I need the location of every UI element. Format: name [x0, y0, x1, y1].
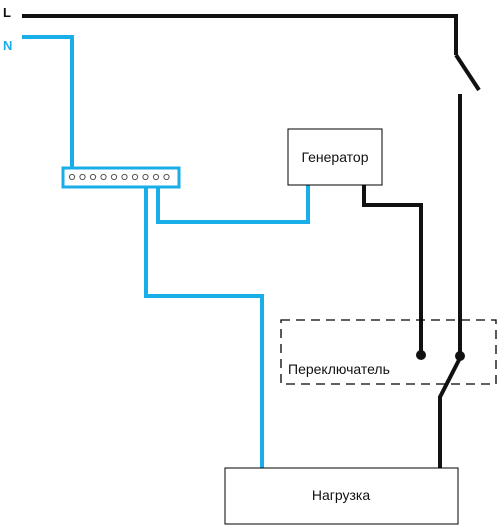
- terminal-screw: [79, 173, 86, 181]
- terminal-screw: [100, 173, 107, 181]
- generator-to-switch-wire: [362, 185, 423, 353]
- terminal-screw: [110, 173, 118, 181]
- main-switch-blade: [454, 53, 481, 92]
- terminal-screw: [142, 173, 149, 181]
- terminal-screw: [68, 173, 76, 181]
- terminal-screw: [121, 173, 128, 181]
- terminal-group: [68, 173, 170, 181]
- neutral-to-generator-wire: [156, 174, 310, 224]
- terminal-screw: [152, 173, 160, 181]
- load-box: [224, 467, 459, 525]
- phase-line-label: L: [3, 5, 11, 20]
- neutral-line-label: N: [3, 38, 12, 53]
- switch-label: Переключатель: [288, 361, 390, 377]
- generator-box: [287, 128, 383, 186]
- generator-label: Генератор: [301, 149, 368, 165]
- load-label: Нагрузка: [312, 487, 370, 503]
- switch-enclosure: [280, 319, 497, 385]
- neutral-to-load-wire: [144, 174, 264, 468]
- phase-wire-main: [22, 14, 458, 55]
- changeover-blade: [438, 357, 462, 398]
- terminal-screw: [163, 173, 170, 181]
- terminal-screw: [131, 173, 139, 181]
- terminal-screw: [89, 173, 97, 181]
- neutral-wire-main: [22, 35, 74, 174]
- terminal-bar: [61, 166, 181, 189]
- switch-contact-generator: [416, 350, 426, 360]
